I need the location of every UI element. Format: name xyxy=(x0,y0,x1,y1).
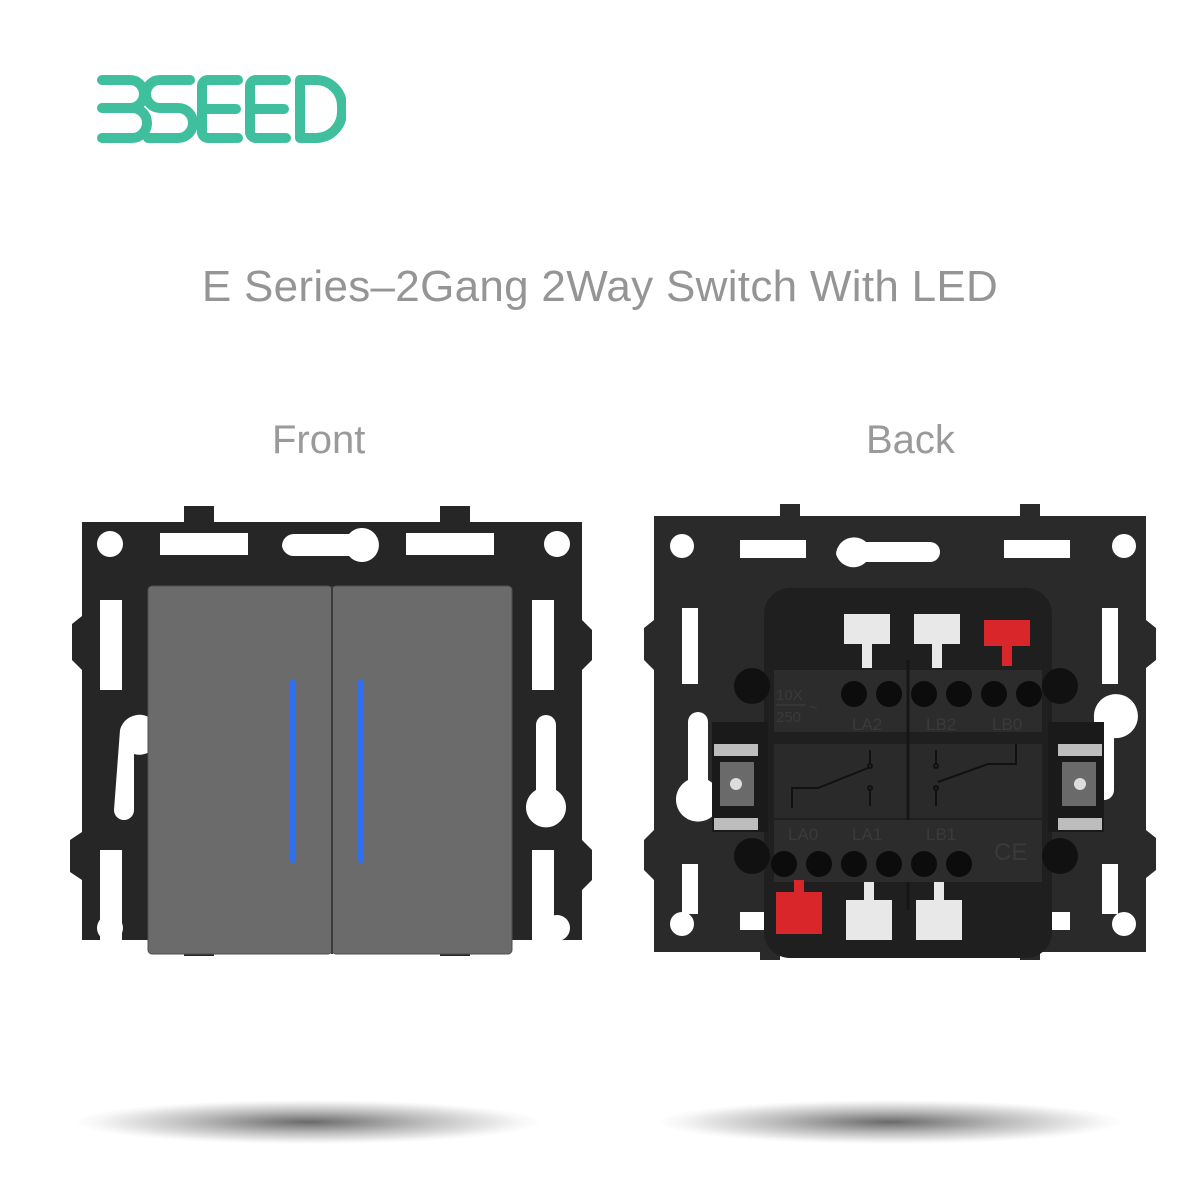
ce-mark: CE xyxy=(994,839,1027,866)
rocker-left xyxy=(147,585,333,955)
terminal-label-la1: LA1 xyxy=(852,825,882,844)
terminal-label-lb1: LB1 xyxy=(926,825,956,844)
rating-ac-symbol: ~ xyxy=(809,699,818,716)
rating-top: 10X xyxy=(776,687,803,704)
side-clamp-left xyxy=(712,722,768,832)
lever-lb1 xyxy=(916,882,962,940)
bseed-logo-icon xyxy=(97,75,347,143)
lever-la1 xyxy=(846,882,892,940)
front-shadow xyxy=(78,1100,538,1144)
terminal-label-la2: LA2 xyxy=(852,715,882,734)
terminal-label-lb0: LB0 xyxy=(992,715,1022,734)
wiring-diagram-icon xyxy=(791,744,1017,808)
brand-logo xyxy=(96,72,347,144)
lever-lb2 xyxy=(914,614,960,668)
lever-lb0 xyxy=(984,620,1030,666)
side-clamp-right xyxy=(1048,722,1104,832)
product-title: E Series–2Gang 2Way Switch With LED xyxy=(201,262,999,311)
back-view-image: 10X 250 ~ LA2 LB2 LB0 LA0 LA1 LB1 CE xyxy=(640,500,1160,960)
front-view-label: Front xyxy=(272,418,366,462)
back-shadow xyxy=(660,1100,1120,1144)
switch-front-illustration xyxy=(70,506,592,956)
terminal-label-lb2: LB2 xyxy=(926,715,956,734)
lever-la0 xyxy=(776,880,822,934)
rating-bottom: 250 xyxy=(776,709,801,726)
back-view-label: Back xyxy=(866,418,955,462)
front-view-image xyxy=(64,500,604,960)
lever-la2 xyxy=(844,614,890,668)
terminal-label-la0: LA0 xyxy=(788,825,818,844)
switch-back-illustration: 10X 250 ~ LA2 LB2 LB0 LA0 LA1 LB1 CE xyxy=(644,504,1156,960)
